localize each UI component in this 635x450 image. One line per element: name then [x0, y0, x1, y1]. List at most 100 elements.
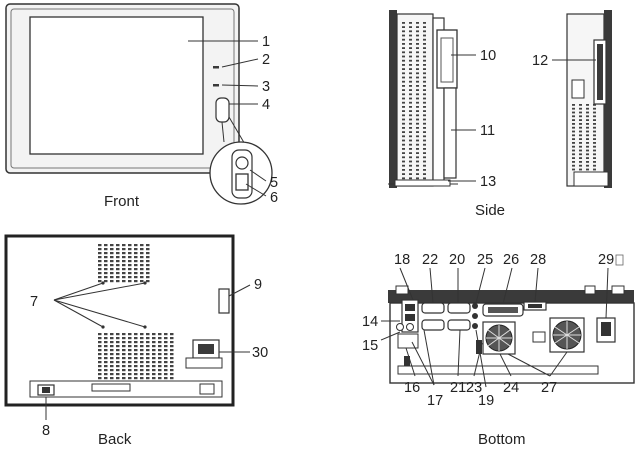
serial-port [447, 319, 471, 331]
vent-slot [164, 353, 168, 356]
vent-slot [104, 268, 108, 271]
vent-slot [116, 341, 120, 344]
vent-slot [134, 256, 138, 259]
vent-slot [572, 119, 575, 121]
vent-slot [146, 377, 150, 380]
vent-slot [146, 365, 150, 368]
vent-slot [593, 138, 596, 140]
vent-slot [146, 264, 150, 267]
vent-slot [128, 357, 132, 360]
vent-slot [140, 252, 144, 255]
vent-slot [402, 64, 405, 66]
vent-slot [416, 72, 419, 75]
vent-slot [416, 22, 419, 24]
vent-slot [402, 68, 405, 70]
vent-slot [122, 260, 126, 263]
vent-slot [152, 345, 156, 348]
vent-slot [409, 68, 412, 70]
vent-slot [572, 130, 575, 133]
vent-slot [134, 353, 138, 356]
vent-slot [104, 264, 108, 267]
bottom-connector-strip [397, 365, 599, 375]
vent-slot [98, 377, 102, 380]
front-bezel-inner [10, 8, 235, 169]
vent-slot [140, 365, 144, 368]
vent-slot [593, 119, 596, 121]
vent-slot [586, 168, 589, 171]
vent-slot [122, 361, 126, 364]
vent-slot [402, 38, 405, 41]
callout-22: 22 [422, 252, 438, 268]
vent-slot [572, 107, 575, 110]
vent-slot [586, 123, 589, 125]
vent-slot [402, 76, 405, 79]
vent-slot [140, 276, 144, 279]
vent-slot [170, 353, 174, 356]
vent-slot [164, 345, 168, 348]
vent-slot [104, 341, 108, 344]
vent-slot [110, 276, 114, 279]
vent-slot [586, 119, 589, 121]
vent-slot [423, 177, 426, 180]
vent-slot [402, 160, 405, 163]
vent-slot [122, 244, 126, 247]
vent-slot [423, 156, 426, 159]
vent-slot [98, 373, 102, 376]
vent-slot [579, 149, 582, 152]
vent-slot [416, 85, 419, 87]
vent-slot [98, 260, 102, 263]
vent-slot [579, 111, 582, 114]
vent-slot [423, 85, 426, 87]
vent-slot [402, 135, 405, 138]
bottom-bezel [388, 290, 634, 303]
vent-slot [146, 272, 150, 275]
vent-slot [409, 93, 412, 96]
vent-slot [98, 361, 102, 364]
callout-8: 8 [42, 423, 50, 439]
vent-slot [423, 89, 426, 91]
vent-slot [158, 373, 162, 376]
vent-slot [164, 349, 168, 352]
vent-slot [409, 139, 412, 142]
callout-9: 9 [254, 277, 262, 293]
vent-slot [128, 276, 132, 279]
vent-slot [593, 161, 596, 163]
vent-slot [402, 59, 405, 62]
vent-slot [146, 268, 150, 271]
vent-slot [128, 264, 132, 267]
vent-slot [110, 353, 114, 356]
vent-slot [110, 244, 114, 247]
vent-slot [586, 130, 589, 133]
vent-slot [423, 47, 426, 49]
vent-slot [110, 369, 114, 372]
vent-slot [128, 349, 132, 352]
vent-slot [416, 148, 419, 150]
vent-slot [134, 361, 138, 364]
vent-slot [572, 126, 575, 129]
vent-slot [128, 248, 132, 251]
vent-slot [110, 345, 114, 348]
vent-slot [116, 248, 120, 251]
bottom-view: 18 22 20 25 26 28 29 14 15 16 17 21 19 2… [362, 252, 635, 448]
vent-slot [170, 369, 174, 372]
vent-slot [98, 333, 102, 336]
vent-slot [572, 164, 575, 167]
back-view: 7 8 9 30 Back [4, 234, 268, 448]
view-label-bottom: Bottom [478, 431, 526, 448]
zoom-button-icon [235, 156, 249, 170]
vent-slot [409, 34, 412, 37]
serial-port [447, 302, 471, 314]
vent-slot [128, 373, 132, 376]
vent-slot [586, 138, 589, 140]
callout-25: 25 [477, 252, 493, 268]
vent-slot [423, 127, 426, 129]
callout-17: 17 [427, 393, 443, 409]
vent-slot [423, 106, 426, 108]
vent-slot [579, 126, 582, 129]
vent-slot [122, 353, 126, 356]
vent-slot [416, 59, 419, 62]
vent-slot [409, 169, 412, 171]
vent-slot [593, 111, 596, 114]
vent-slot [110, 377, 114, 380]
vent-slot [423, 43, 426, 45]
